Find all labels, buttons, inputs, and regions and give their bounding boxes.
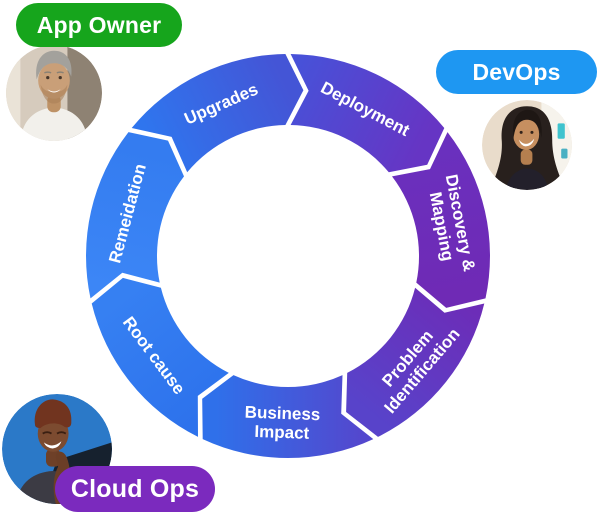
segment-remeidation <box>86 132 184 299</box>
badge-cloud-ops: Cloud Ops <box>55 466 215 512</box>
shirt <box>20 107 88 141</box>
smile <box>518 138 535 147</box>
badge-app-owner: App Owner <box>16 3 182 47</box>
segment-business-impact <box>202 375 374 458</box>
smile <box>47 89 61 93</box>
segment-discovery-mapping <box>392 132 490 308</box>
neck <box>520 149 533 165</box>
top <box>505 168 549 190</box>
beard <box>40 84 68 104</box>
face <box>38 62 70 99</box>
hair <box>34 399 72 429</box>
badge-devops: DevOps <box>436 50 597 94</box>
segment-deployment <box>290 54 445 173</box>
hair <box>36 50 72 80</box>
devops-avatar <box>482 100 572 190</box>
smile <box>43 441 62 449</box>
segment-root-cause <box>91 277 229 437</box>
segment-problem-identification <box>346 287 485 437</box>
segment-upgrades <box>131 54 304 173</box>
segment-label-business-impact: BusinessImpact <box>244 403 321 444</box>
hair-front <box>512 109 542 140</box>
app-owner-avatar <box>6 45 102 141</box>
